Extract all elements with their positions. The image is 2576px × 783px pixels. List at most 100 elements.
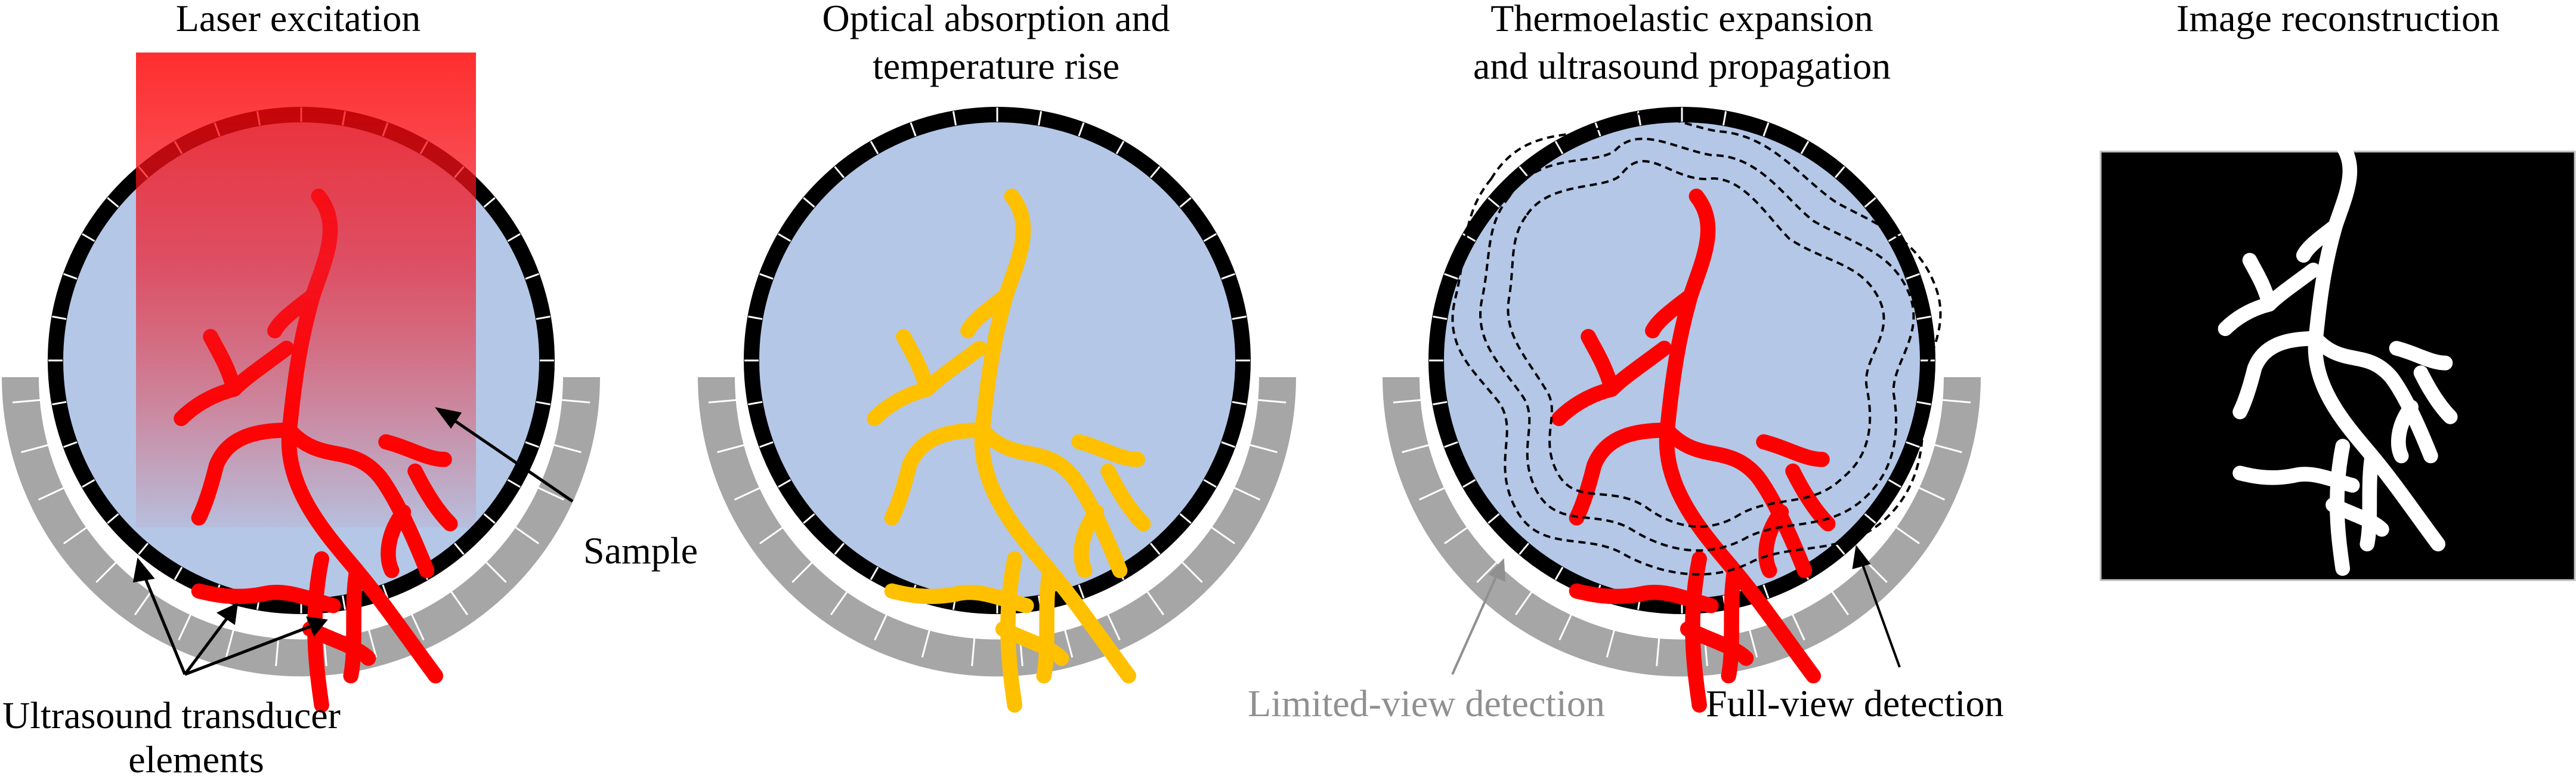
transducer-element-tick: [1864, 513, 1876, 524]
transducer-element-tick: [1722, 111, 1727, 126]
transducer-element-tick: [1433, 400, 1448, 406]
transducer-element-tick: [1762, 122, 1770, 137]
transducer-element-tick: [803, 513, 815, 524]
limited-view-element-tick: [1444, 522, 1474, 544]
limited-view-element-tick: [1103, 607, 1121, 641]
transducer-element-tick: [63, 273, 78, 280]
limited-view-element-tick: [275, 630, 280, 667]
panel-title-laser-excitation: Laser excitation: [175, 0, 421, 39]
limited-view-element-tick: [717, 442, 752, 454]
sample-pointer-arrow: [435, 407, 574, 503]
limited-view-element-tick: [480, 556, 507, 583]
transducer-element-tick: [1864, 197, 1876, 208]
transducer-element-tick: [1519, 166, 1530, 178]
limited-view-element-tick: [874, 607, 891, 641]
limited-view-element-tick: [759, 522, 790, 544]
transducer-ring-ticks: [12, 107, 590, 667]
limited-view-element-tick: [1890, 522, 1920, 544]
limited-view-element-tick: [1393, 398, 1429, 403]
panel-title-image-reconstruction: Image reconstruction: [2176, 0, 2500, 39]
laser-beam-icon: [136, 53, 476, 528]
transducer-element-tick: [803, 197, 815, 208]
limited-view-element-tick: [407, 607, 425, 641]
transducer-element-tick: [1203, 479, 1217, 488]
transducer-element-tick: [759, 441, 774, 448]
transducer-element-tick: [1444, 273, 1458, 280]
limited-view-element-tick: [95, 556, 122, 583]
transducer-element-tick: [1078, 122, 1085, 137]
transducer-element-tick: [778, 233, 791, 242]
limited-view-element-tick: [1176, 556, 1203, 583]
limited-view-element-tick: [225, 622, 237, 658]
transducer-element-tick: [82, 233, 95, 242]
transducer-element-tick: [778, 479, 791, 488]
transducer-element-tick: [1916, 400, 1931, 406]
transducer-element-tick: [382, 584, 389, 599]
transducer-element-tick: [174, 566, 183, 580]
limited-view-element-arc: [2, 377, 600, 677]
transducer-element-tick: [910, 122, 917, 137]
ultrasound-wavefront-icon: [1451, 113, 1942, 576]
limited-view-element-tick: [1927, 442, 1962, 454]
transducer-element-tick: [834, 166, 845, 178]
transducer-element-tick: [1834, 542, 1845, 555]
limited-view-element-tick: [921, 622, 933, 658]
panel-laser-excitation: [2, 53, 600, 705]
limited-view-element-tick: [1250, 398, 1287, 403]
transducer-element-tick: [82, 479, 95, 488]
transducer-element-tick: [1888, 233, 1901, 242]
transducer-element-tick: [1554, 566, 1564, 580]
limited-view-element-arc: [698, 377, 1296, 677]
panel-title-optical-absorption-line1: Optical absorption and: [822, 0, 1170, 39]
transducer-element-tick: [483, 197, 496, 208]
transducer-element-tick: [1916, 315, 1931, 320]
panel-title-optical-absorption-line2: temperature rise: [873, 45, 1120, 87]
transducer-element-tick: [952, 111, 957, 126]
transducer-element-tick: [1906, 441, 1920, 448]
limited-view-element-tick: [1788, 607, 1805, 641]
limited-view-element-tick: [546, 442, 582, 454]
limited-view-element-tick: [1227, 483, 1261, 501]
limited-view-element-tick: [1606, 622, 1618, 658]
limited-view-element-tick: [38, 483, 72, 501]
transducer-element-tick: [525, 273, 539, 280]
limited-view-element-tick: [12, 398, 48, 403]
limited-view-element-tick: [1935, 398, 1971, 403]
limited-view-element-tick: [1476, 556, 1503, 583]
limited-view-element-tick: [366, 622, 378, 658]
panel-optical-absorption: [698, 107, 1296, 705]
limited-view-element-arc: [1383, 377, 1981, 677]
limited-view-element-tick: [734, 483, 768, 501]
transducer-element-tick: [748, 400, 763, 406]
transducer-element-tick: [1444, 441, 1458, 448]
limited-view-element-tick: [1515, 585, 1537, 615]
transducer-element-tick: [1179, 197, 1192, 208]
transducer-element-tick: [1078, 584, 1085, 599]
limited-view-element-tick: [134, 585, 156, 615]
transducer-element-tick: [138, 542, 149, 555]
transducer-element-tick: [1203, 233, 1217, 242]
limited-view-element-tick: [1142, 585, 1164, 615]
panel-title-thermoelastic-line1: Thermoelastic expansion: [1490, 0, 1873, 39]
limited-view-element-tick: [1062, 622, 1074, 658]
transducer-element-tick: [1179, 513, 1192, 524]
transducer-element-tick: [507, 479, 521, 488]
limited-view-element-tick: [791, 556, 818, 583]
transducer-element-tick: [52, 400, 67, 406]
transducer-element-tick: [834, 542, 845, 555]
transducer-element-tick: [1221, 441, 1235, 448]
limited-view-label: Limited-view detection: [1248, 682, 1605, 725]
limited-view-element-tick: [1827, 585, 1849, 615]
transducer-element-tick: [1488, 197, 1500, 208]
transducer-element-tick: [1554, 141, 1564, 155]
limited-view-pointer-arrow: [1451, 558, 1506, 675]
transducer-element-tick: [1232, 315, 1247, 320]
transducer-element-tick: [525, 441, 539, 448]
limited-view-element-tick: [708, 398, 744, 403]
transducer-element-tick: [52, 315, 67, 320]
full-view-label: Full-view detection: [1706, 682, 2004, 725]
limited-view-element-tick: [1746, 622, 1758, 658]
panel-image-reconstruction: [2099, 143, 2576, 581]
transducer-element-tick: [1834, 166, 1845, 178]
